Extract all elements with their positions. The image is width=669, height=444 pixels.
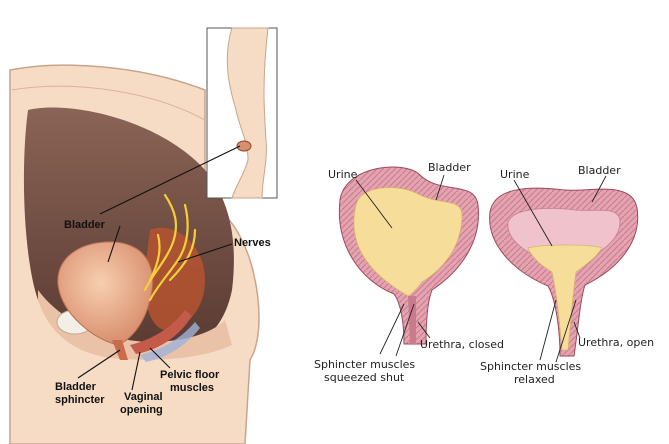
label-vaginal-opening-line1: Vaginal [124,391,163,403]
pelvic-floor-muscles [130,310,192,354]
closed-urethra [408,296,416,344]
leader-lines [77,145,241,391]
open-label-sphincter-line2: relaxed [514,373,555,386]
open-bladder-diagram: Urine Bladder Urethra, open Sphincter mu… [480,164,654,386]
label-pelvic-floor-line1: Pelvic floor [160,369,220,381]
open-label-sphincter-line1: Sphincter muscles [480,360,581,373]
open-urine [527,244,603,351]
closed-label-sphincter-line2: squeezed shut [324,371,405,384]
label-nerves: Nerves [234,237,271,249]
label-pelvic-floor-line2: muscles [170,382,214,394]
anatomy-illustration: Bladder Nerves Bladder sphincter Vaginal… [9,27,278,444]
closed-bladder-diagram: Urine Bladder Urethra, closed Sphincter … [314,161,504,384]
label-bladder-sphincter-line2: sphincter [55,394,105,406]
open-label-urine: Urine [500,168,530,181]
open-leader-lines [513,175,607,363]
closed-urine [353,187,463,297]
torso-contour [11,85,206,121]
closed-label-bladder: Bladder [428,161,471,174]
closed-label-sphincter-line1: Sphincter muscles [314,358,415,371]
nerves [143,193,197,302]
label-bladder: Bladder [64,219,106,231]
open-label-urethra: Urethra, open [578,336,654,349]
open-label-bladder: Bladder [578,164,621,177]
closed-leader-lines [355,174,445,357]
closed-label-urethra: Urethra, closed [420,338,504,351]
locator-marker [236,140,252,152]
pelvic-floor-muscles-2 [140,322,200,362]
closed-label-urine: Urine [328,168,358,181]
label-bladder-sphincter-line1: Bladder [55,381,97,393]
label-vaginal-opening-line2: opening [120,404,163,416]
locator-body-outline [226,27,269,199]
